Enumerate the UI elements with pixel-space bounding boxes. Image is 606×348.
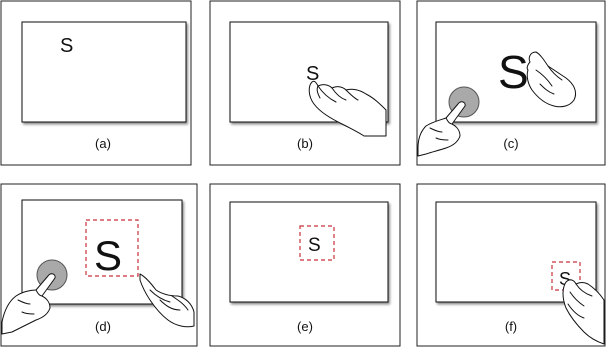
panel-caption: (b) bbox=[297, 136, 313, 151]
panel-a: S (a) bbox=[0, 0, 192, 166]
letter-s: S bbox=[306, 63, 319, 85]
letter-s: S bbox=[308, 235, 321, 256]
stretch-hand-icon bbox=[526, 51, 577, 108]
drag-hand-icon bbox=[562, 279, 605, 345]
spread-hand-icon bbox=[139, 273, 195, 328]
pinch-hand-icon bbox=[308, 80, 387, 137]
screen bbox=[21, 21, 187, 123]
panel-e: S (e) bbox=[209, 183, 401, 347]
panel-c: S (c) bbox=[416, 0, 606, 166]
panel-b: S (b) bbox=[209, 0, 401, 166]
pointing-hand-icon bbox=[417, 101, 466, 157]
pointing-hand-icon bbox=[1, 273, 56, 335]
panel-caption: (c) bbox=[503, 136, 518, 151]
panel-caption: (a) bbox=[95, 136, 111, 151]
selection-box bbox=[299, 225, 335, 261]
screen bbox=[229, 201, 389, 303]
selection-box bbox=[85, 219, 139, 277]
panel-caption: (f) bbox=[505, 319, 517, 334]
panel-f: S (f) bbox=[416, 183, 606, 347]
panel-d: S (d) bbox=[0, 183, 198, 347]
letter-s: S bbox=[498, 46, 529, 98]
panel-caption: (e) bbox=[297, 319, 313, 334]
letter-s: S bbox=[94, 232, 122, 279]
panel-caption: (d) bbox=[95, 319, 111, 334]
letter-s: S bbox=[60, 35, 73, 57]
